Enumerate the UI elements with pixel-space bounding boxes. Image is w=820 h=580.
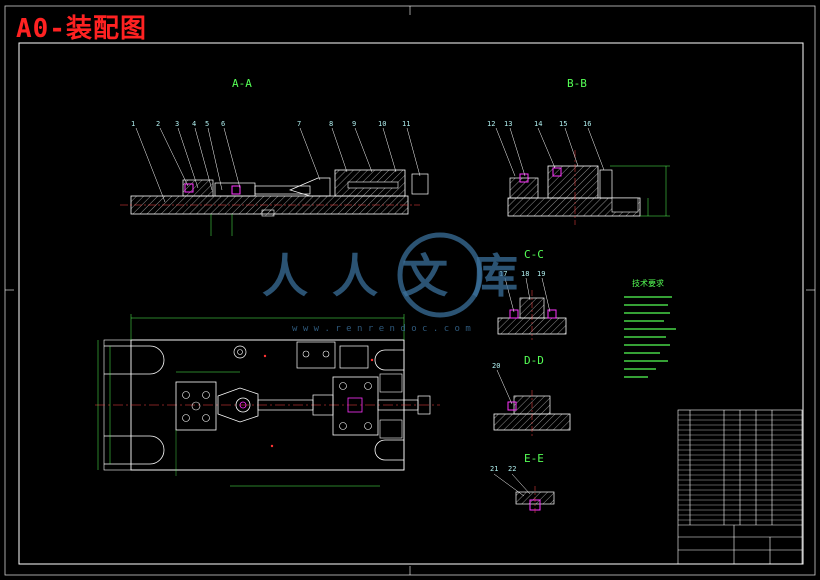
section-label-ee: E-E [524,452,544,465]
part-number: 22 [508,465,517,473]
part-number: 20 [492,362,501,370]
part-number: 16 [583,120,592,128]
watermark-url: w w w . r e n r e n d o c . c o m [292,324,471,334]
section-label-dd: D-D [524,354,544,367]
part-number: 3 [175,120,180,128]
notes-heading: 技术要求 [632,279,664,288]
part-number: 8 [329,120,334,128]
section-bb-view [495,127,670,225]
part-number: 6 [221,120,226,128]
part-number: 5 [205,120,210,128]
section-dd-view [493,369,571,436]
part-number: 14 [534,120,543,128]
title-block [677,409,803,565]
part-number: 19 [537,270,546,278]
part-number: 15 [559,120,568,128]
part-number: 21 [490,465,499,473]
technical-notes [624,296,676,378]
part-number: 18 [521,270,530,278]
part-number: 4 [192,120,197,128]
section-ee-view [493,473,555,514]
part-number: 12 [487,120,496,128]
part-number: 7 [297,120,302,128]
section-aa-view [120,127,429,236]
part-number: 1 [131,120,136,128]
parts-list-rows [678,414,802,521]
inner-border [18,42,804,565]
section-label-aa: A-A [232,77,252,90]
part-number: 17 [499,270,508,278]
section-label-bb: B-B [567,77,587,90]
section-cc-view [497,277,567,340]
part-number: 10 [378,120,387,128]
part-number: 9 [352,120,357,128]
plan-view [95,314,440,487]
part-number: 11 [402,120,411,128]
drawing-title: A0-装配图 [16,14,147,44]
watermark-logo [397,232,483,318]
part-number: 13 [504,120,513,128]
section-label-cc: C-C [524,248,544,261]
watermark-text: 人人文库 [262,249,542,303]
part-number: 2 [156,120,161,128]
